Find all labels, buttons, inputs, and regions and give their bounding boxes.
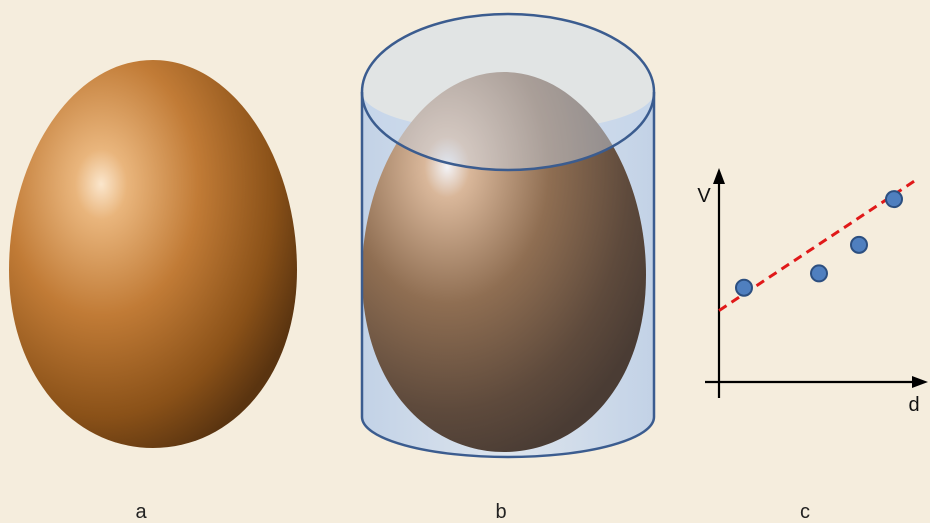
data-point: [850, 235, 868, 254]
panel-a: a: [9, 60, 297, 523]
cylinder-top: [360, 12, 656, 172]
cylinder-bottom: [360, 416, 656, 459]
y-axis-label: V: [697, 185, 711, 207]
data-point: [735, 278, 753, 297]
plot-marks: [718, 176, 920, 312]
data-point: [810, 264, 828, 283]
panel-a-label: a: [135, 501, 147, 523]
egg-a: [9, 60, 297, 448]
data-point: [885, 190, 903, 209]
x-axis-label: d: [908, 394, 919, 416]
panel-b-label: b: [495, 501, 506, 523]
panel-c-label: c: [800, 501, 810, 523]
x-axis-arrow: [912, 376, 928, 388]
panel-c: V d c: [697, 168, 928, 523]
y-axis-arrow: [713, 168, 725, 184]
egg-b: [362, 72, 646, 452]
panel-b: b: [360, 12, 656, 523]
